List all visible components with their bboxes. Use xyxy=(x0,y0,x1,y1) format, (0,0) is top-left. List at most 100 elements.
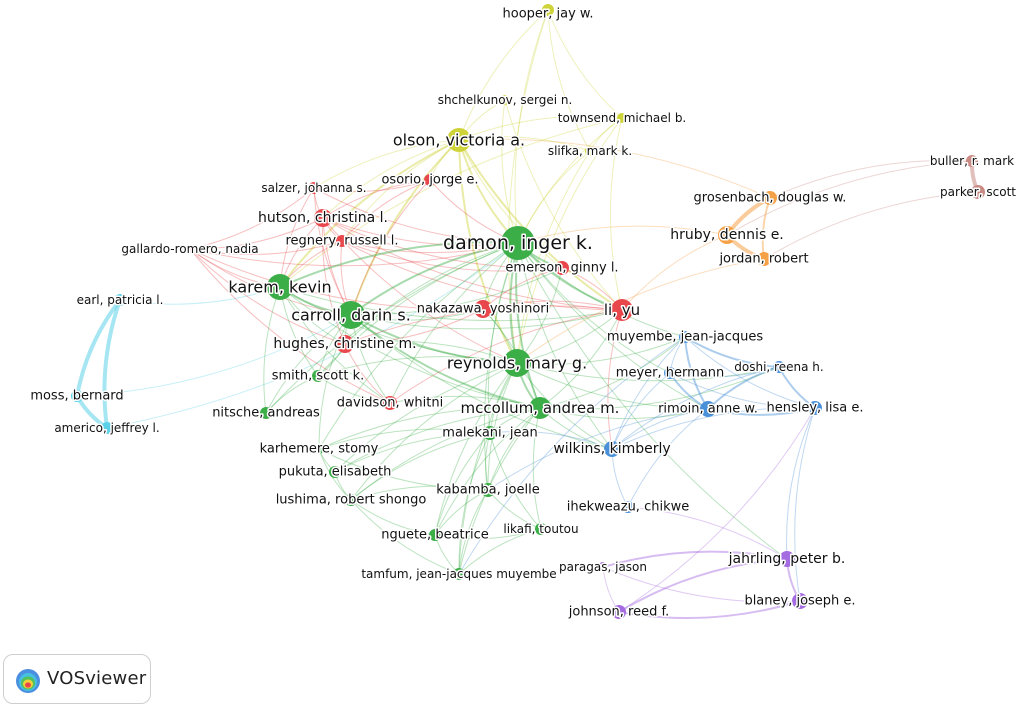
author-node-li[interactable] xyxy=(611,299,633,321)
author-node-shchelkunov[interactable] xyxy=(500,95,510,105)
author-node-smith[interactable] xyxy=(312,370,324,382)
author-label-grosenbach[interactable]: grosenbach, douglas w. xyxy=(692,189,848,207)
author-label-davidson[interactable]: davidson, whitni xyxy=(335,394,444,412)
author-label-li[interactable]: li, yu xyxy=(602,300,641,321)
author-label-earl[interactable]: earl, patricia l. xyxy=(75,292,165,309)
author-node-lushima[interactable] xyxy=(345,494,357,506)
author-label-wilkins[interactable]: wilkins, kimberly xyxy=(552,440,672,459)
author-node-kabamba[interactable] xyxy=(481,483,495,497)
author-label-damon[interactable]: damon, inger k. xyxy=(442,231,595,256)
author-label-meyer[interactable]: meyer, hermann xyxy=(614,364,725,382)
author-node-karem[interactable] xyxy=(267,274,293,300)
author-label-paragas[interactable]: paragas, jason xyxy=(558,559,649,576)
author-node-pukuta[interactable] xyxy=(329,466,341,478)
author-label-shchelkunov[interactable]: shchelkunov, sergei n. xyxy=(436,92,574,109)
author-node-hensley[interactable] xyxy=(808,401,822,415)
author-node-emerson[interactable] xyxy=(555,261,569,275)
author-label-kabamba[interactable]: kabamba, joelle xyxy=(435,481,541,499)
author-label-tamfum[interactable]: tamfum, jean-jacques muyembe xyxy=(360,566,558,583)
author-label-pukuta[interactable]: pukuta, elisabeth xyxy=(277,463,393,481)
author-label-mccollum[interactable]: mccollum, andrea m. xyxy=(459,398,621,419)
author-node-olson[interactable] xyxy=(447,128,471,152)
author-label-hruby[interactable]: hruby, dennis e. xyxy=(669,226,786,245)
author-node-likafi[interactable] xyxy=(535,523,547,535)
author-node-muyembe[interactable] xyxy=(679,331,691,343)
author-label-hensley[interactable]: hensley, lisa e. xyxy=(765,399,865,417)
author-label-americo[interactable]: americo, jeffrey l. xyxy=(53,420,161,437)
author-label-slifka[interactable]: slifka, mark k. xyxy=(546,143,633,160)
author-node-parker[interactable] xyxy=(971,185,985,199)
author-node-nitsche[interactable] xyxy=(260,407,272,419)
author-node-hughes[interactable] xyxy=(336,335,354,353)
author-label-townsend[interactable]: townsend, michael b. xyxy=(556,110,688,127)
author-label-buller[interactable]: buller, r. mark xyxy=(928,153,1015,170)
author-node-johnson[interactable] xyxy=(612,605,626,619)
author-label-regnery[interactable]: regnery, russell l. xyxy=(284,232,400,250)
author-label-gallardo[interactable]: gallardo-romero, nadia xyxy=(120,241,260,258)
author-node-doshi[interactable] xyxy=(773,361,785,373)
author-node-osorio[interactable] xyxy=(424,174,436,186)
author-label-parker[interactable]: parker, scott xyxy=(939,184,1018,201)
author-label-doshi[interactable]: doshi, reena h. xyxy=(733,359,825,376)
author-node-rimoin[interactable] xyxy=(700,401,716,417)
author-label-blaney[interactable]: blaney, joseph e. xyxy=(743,592,857,610)
author-label-smith[interactable]: smith, scott k. xyxy=(270,367,366,385)
author-node-carroll[interactable] xyxy=(337,301,365,329)
author-label-salzer[interactable]: salzer, johanna s. xyxy=(260,180,368,197)
author-label-muyembe[interactable]: muyembe, jean-jacques xyxy=(605,328,764,346)
author-node-wilkins[interactable] xyxy=(604,441,620,457)
author-node-jahrling[interactable] xyxy=(779,551,795,567)
author-node-jordan[interactable] xyxy=(757,252,771,266)
author-node-mccollum[interactable] xyxy=(529,397,551,419)
author-node-americo[interactable] xyxy=(101,422,113,434)
vosviewer-logo-button[interactable]: VOSviewer xyxy=(3,654,151,704)
author-label-emerson[interactable]: emerson, ginny l. xyxy=(504,259,620,277)
author-label-olson[interactable]: olson, victoria a. xyxy=(391,129,526,151)
author-label-nitsche[interactable]: nitsche, andreas xyxy=(211,404,322,422)
author-node-nguete[interactable] xyxy=(429,529,441,541)
author-node-davidson[interactable] xyxy=(383,396,397,410)
author-node-salzer[interactable] xyxy=(308,182,320,194)
author-node-meyer[interactable] xyxy=(664,367,676,379)
author-label-johnson[interactable]: johnson, reed f. xyxy=(566,603,670,621)
author-node-grosenbach[interactable] xyxy=(763,191,777,205)
author-label-karhemere[interactable]: karhemere, stomy xyxy=(258,440,380,458)
author-label-carroll[interactable]: carroll, darin s. xyxy=(290,304,413,326)
author-label-reynolds[interactable]: reynolds, mary g. xyxy=(445,352,588,374)
author-node-regnery[interactable] xyxy=(336,235,348,247)
author-label-hughes[interactable]: hughes, christine m. xyxy=(272,335,418,354)
author-node-slifka[interactable] xyxy=(585,146,595,156)
author-label-likafi[interactable]: likafi, toutou xyxy=(502,521,580,538)
author-node-buller[interactable] xyxy=(966,155,978,167)
author-node-hooper[interactable] xyxy=(542,4,554,16)
author-node-reynolds[interactable] xyxy=(503,349,531,377)
author-label-nakazawa[interactable]: nakazawa, yoshinori xyxy=(415,300,551,318)
author-node-townsend[interactable] xyxy=(617,113,627,123)
author-label-lushima[interactable]: lushima, robert shongo xyxy=(274,491,428,509)
author-node-ihekweazu[interactable] xyxy=(622,501,634,513)
author-node-hutson[interactable] xyxy=(314,209,332,227)
author-label-malekani[interactable]: malekani, jean xyxy=(441,424,539,442)
author-node-moss[interactable] xyxy=(71,390,83,402)
author-node-karhemere[interactable] xyxy=(314,444,324,454)
author-label-hutson[interactable]: hutson, christina l. xyxy=(257,209,390,228)
author-node-tamfum[interactable] xyxy=(453,568,465,580)
author-node-paragas[interactable] xyxy=(598,562,608,572)
author-label-rimoin[interactable]: rimoin, anne w. xyxy=(657,400,760,418)
author-label-moss[interactable]: moss, bernard xyxy=(29,387,125,405)
author-label-karem[interactable]: karem, kevin xyxy=(227,276,333,298)
author-label-osorio[interactable]: osorio, jorge e. xyxy=(380,171,480,189)
author-node-earl[interactable] xyxy=(114,294,126,306)
author-node-nakazawa[interactable] xyxy=(474,300,492,318)
author-label-jahrling[interactable]: jahrling, peter b. xyxy=(726,550,847,569)
author-node-malekani[interactable] xyxy=(483,426,497,440)
author-node-blaney[interactable] xyxy=(792,593,808,609)
author-label-jordan[interactable]: jordan, robert xyxy=(717,250,810,268)
author-node-damon[interactable] xyxy=(501,226,535,260)
author-label-hooper[interactable]: hooper, jay w. xyxy=(501,5,595,23)
author-label-nguete[interactable]: nguete, beatrice xyxy=(380,526,491,544)
author-node-gallardo[interactable] xyxy=(186,245,194,253)
author-node-hruby[interactable] xyxy=(718,226,736,244)
author-label-ihekweazu[interactable]: ihekweazu, chikwe xyxy=(565,498,690,516)
